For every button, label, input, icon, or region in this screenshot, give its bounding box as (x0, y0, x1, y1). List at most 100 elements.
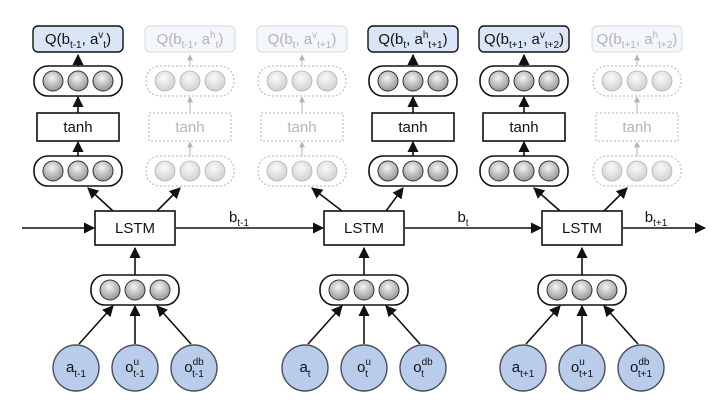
lstm-label: LSTM (562, 220, 602, 237)
q-value-label: Q(bt+1, aht+2) (597, 30, 678, 51)
neuron (402, 160, 424, 182)
neuron (42, 70, 64, 92)
neuron (651, 70, 673, 92)
neuron (513, 160, 535, 182)
neuron (626, 160, 648, 182)
input-node (52, 344, 100, 392)
arrow-lstm-to-head (87, 187, 114, 212)
tanh-box (482, 112, 566, 142)
neuron (427, 160, 449, 182)
neuron (266, 70, 288, 92)
input-label: at (299, 359, 310, 380)
neuron (601, 160, 623, 182)
q-value-label: Q(bt-1, avt) (45, 30, 111, 51)
input-node (170, 344, 218, 392)
neuron (316, 160, 338, 182)
input-node (111, 344, 159, 392)
neuron (378, 279, 400, 301)
arrow-lstm-to-head (385, 187, 404, 212)
arrow-obs-to-input (156, 305, 192, 345)
q-value-box (32, 25, 124, 53)
lstm-label: LSTM (344, 220, 384, 237)
neuron (546, 279, 568, 301)
neuron (651, 160, 673, 182)
neuron (402, 70, 424, 92)
input-node (558, 344, 606, 392)
arrow-obs-to-input (385, 305, 421, 345)
q-value-label: Q(bt, aht+1) (378, 30, 447, 51)
neuron (538, 160, 560, 182)
tanh-box (148, 112, 232, 142)
hidden-state-label: bt-1 (229, 209, 249, 229)
neuron (513, 70, 535, 92)
neuron (67, 70, 89, 92)
neuron (179, 70, 201, 92)
lstm-cell (323, 210, 405, 246)
neuron (488, 160, 510, 182)
input-node (499, 344, 547, 392)
neuron (124, 279, 146, 301)
neuron (328, 279, 350, 301)
tanh-box (36, 112, 120, 142)
arrow-obs-to-input (307, 305, 343, 345)
connection-arrows (22, 53, 707, 345)
hidden-state-label: bt (457, 209, 468, 229)
neuron (149, 279, 171, 301)
network-labels: Q(bt-1, avt) Q(bt-1, aht) Q(bt, avt+1) Q(bt… (45, 30, 677, 380)
lstm-label: LSTM (115, 220, 155, 237)
q-value-box (591, 25, 683, 53)
tanh-label: tanh (398, 119, 427, 136)
neuron (67, 160, 89, 182)
neuron (92, 160, 114, 182)
neuron (154, 70, 176, 92)
input-node (340, 344, 388, 392)
tanh-box (260, 112, 344, 142)
arrow-lstm-to-head (603, 187, 628, 212)
neuron (377, 70, 399, 92)
tanh-label: tanh (622, 119, 651, 136)
neuron (154, 160, 176, 182)
q-value-label: Q(bt+1, avt+2) (484, 30, 564, 51)
tanh-label: tanh (175, 119, 204, 136)
neuron (179, 160, 201, 182)
q-value-label: Q(bt-1, aht) (157, 30, 224, 51)
input-node (617, 344, 665, 392)
neuron (538, 70, 560, 92)
neuron (92, 70, 114, 92)
neuron (266, 160, 288, 182)
neuron (488, 70, 510, 92)
arrow-obs-to-input (603, 305, 639, 345)
neuron (42, 160, 64, 182)
hidden-state-label: bt+1 (645, 209, 668, 229)
tanh-box (595, 112, 679, 142)
tanh-label: tanh (287, 119, 316, 136)
lstm-cell (94, 210, 176, 246)
neuron (596, 279, 618, 301)
q-value-box (367, 25, 459, 53)
q-value-label: Q(bt, avt+1) (268, 30, 337, 51)
neuron (316, 70, 338, 92)
lstm-cell (541, 210, 623, 246)
input-node (399, 344, 447, 392)
neuron (204, 70, 226, 92)
network-nodes (32, 25, 683, 392)
arrow-obs-to-input (525, 305, 561, 345)
tanh-label: tanh (509, 119, 538, 136)
q-value-box (144, 25, 236, 53)
neuron (601, 70, 623, 92)
neuron (353, 279, 375, 301)
neuron (204, 160, 226, 182)
neuron (427, 70, 449, 92)
neuron (291, 160, 313, 182)
arrow-lstm-to-head (533, 187, 561, 212)
q-value-box (256, 25, 348, 53)
input-node (281, 344, 329, 392)
tanh-label: tanh (63, 119, 92, 136)
neuron (571, 279, 593, 301)
arrow-obs-to-input (78, 305, 114, 345)
